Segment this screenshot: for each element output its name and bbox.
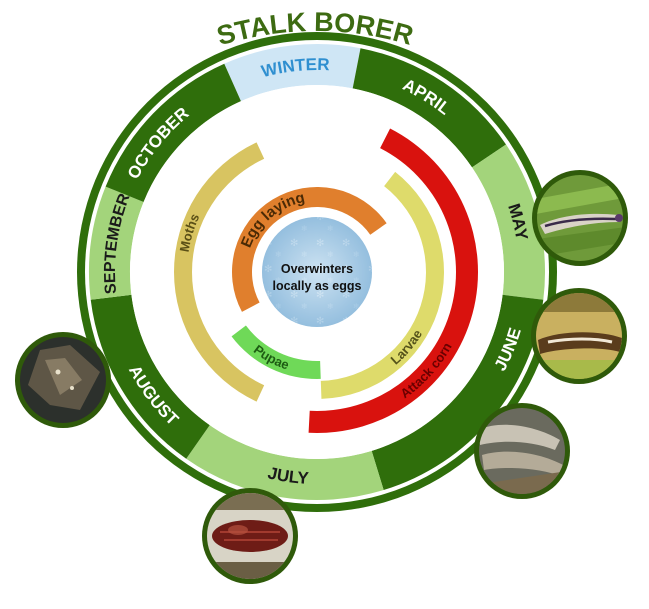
stage-band-pupae <box>231 325 321 379</box>
photo-larva-on-leaf <box>532 170 628 266</box>
photo-larva-in-stalk <box>531 288 627 384</box>
center-text-line-1: Overwinters <box>281 262 353 276</box>
stage-band-larvae <box>320 171 444 399</box>
stage-band-moths <box>173 142 265 402</box>
photo-pupal-cases <box>474 403 570 499</box>
stage-band-egg <box>231 186 387 312</box>
month-segment-september <box>89 186 144 300</box>
month-segment-august <box>90 294 210 459</box>
photo-adult-moth <box>15 332 111 428</box>
month-segment-july <box>186 425 384 500</box>
month-segment-april <box>352 48 507 168</box>
month-segment-october <box>105 63 241 202</box>
month-segment-june <box>371 294 544 491</box>
center-disc: Overwinters locally as eggs <box>262 217 372 327</box>
center-text-line-2: locally as eggs <box>273 279 362 293</box>
month-segment-winter <box>224 43 361 102</box>
month-segment-may <box>472 144 545 300</box>
photo-pupa-in-stalk <box>202 488 298 584</box>
stage-band-attack <box>308 128 478 433</box>
